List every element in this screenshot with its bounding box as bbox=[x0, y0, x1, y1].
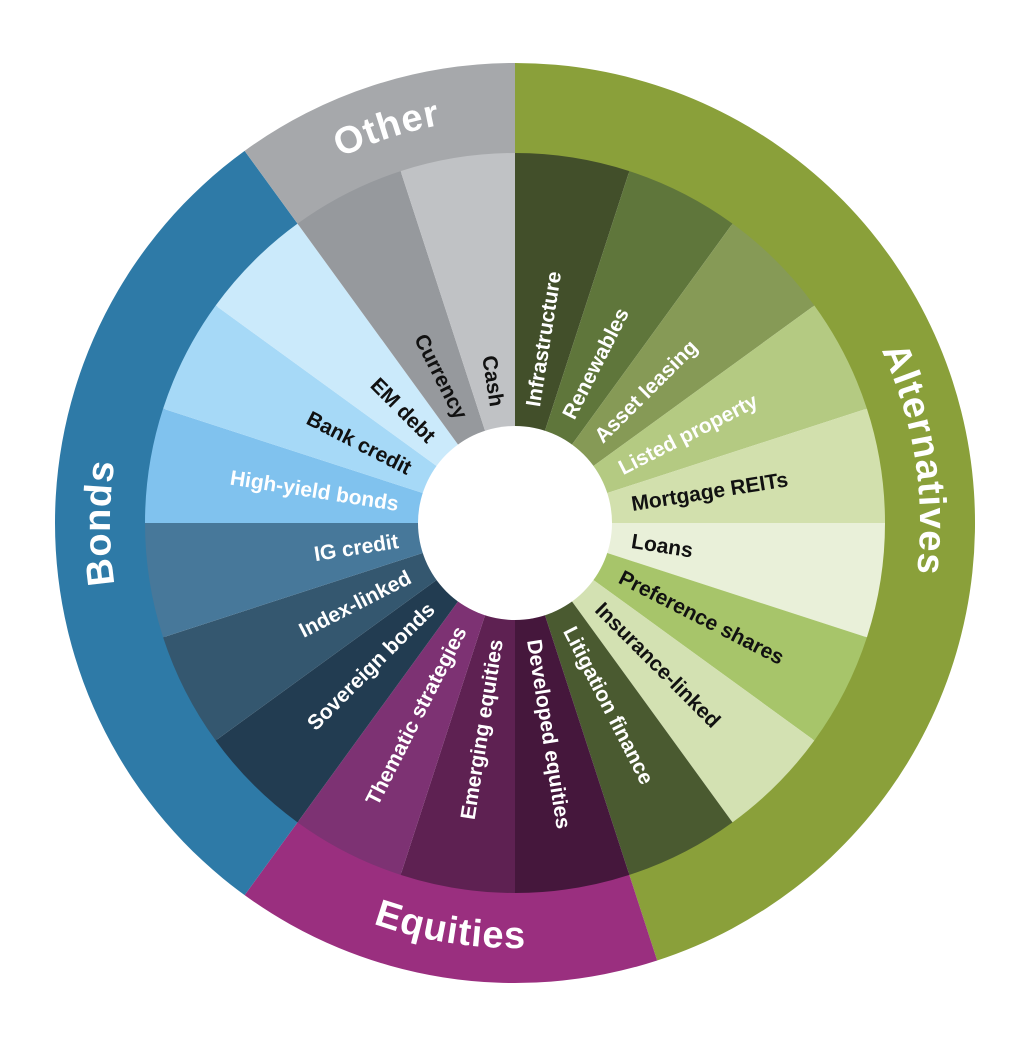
segment-insurance-linked bbox=[570, 578, 815, 823]
segment-asset-leasing bbox=[570, 223, 815, 468]
segment-currency bbox=[297, 171, 486, 447]
segment-ig-credit bbox=[145, 523, 425, 638]
segment-developed-equities bbox=[515, 613, 630, 893]
segment-listed-property bbox=[591, 305, 867, 494]
segment-thematic-strategies bbox=[297, 599, 486, 875]
segment-litigation-finance bbox=[544, 599, 733, 875]
segment-mortgage-reits bbox=[605, 408, 885, 523]
segment-renewables bbox=[544, 171, 733, 447]
segment-index-linked bbox=[163, 552, 439, 741]
center-hole bbox=[418, 426, 612, 620]
segment-preference-shares bbox=[591, 552, 867, 741]
segment-bank-credit bbox=[163, 305, 439, 494]
segment-em-debt bbox=[215, 223, 460, 468]
segment-loans bbox=[605, 523, 885, 638]
category-band-other bbox=[244, 63, 515, 226]
segment-emerging-equities bbox=[400, 613, 515, 893]
category-band-alternatives bbox=[515, 63, 976, 961]
segment-ring bbox=[145, 153, 885, 893]
category-label-bonds: Bonds bbox=[77, 457, 124, 588]
segment-cash bbox=[400, 153, 515, 433]
segment-infrastructure bbox=[515, 153, 630, 433]
category-ring bbox=[54, 63, 976, 984]
segment-high-yield-bonds bbox=[145, 408, 425, 523]
segment-sovereign-bonds bbox=[215, 578, 460, 823]
category-band-bonds bbox=[54, 150, 299, 896]
category-band-equities bbox=[244, 820, 658, 984]
